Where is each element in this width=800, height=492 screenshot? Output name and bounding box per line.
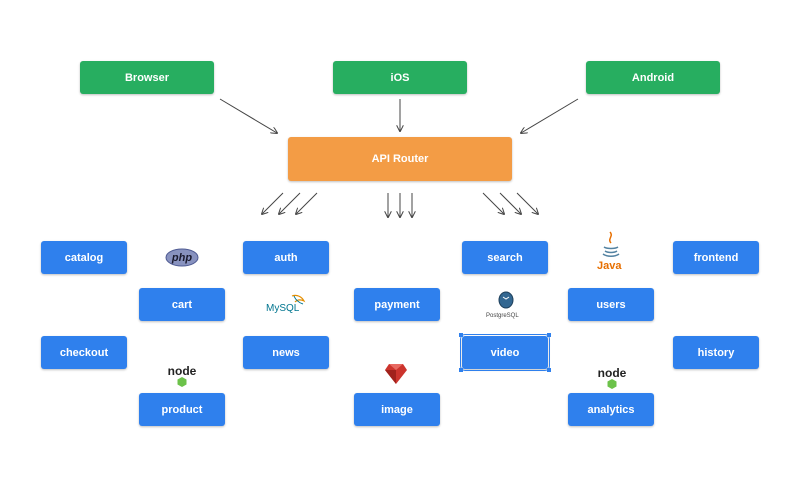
service-history-label: history <box>697 346 735 359</box>
service-product[interactable]: product <box>139 393 225 426</box>
client-android-label: Android <box>631 71 675 84</box>
service-news-label: news <box>272 346 300 359</box>
api-router[interactable]: API Router <box>288 137 512 181</box>
service-analytics-label: analytics <box>587 403 635 416</box>
service-users[interactable]: users <box>568 288 654 321</box>
java-logo-text: Java <box>597 260 622 272</box>
service-product-label: product <box>161 403 203 416</box>
service-auth[interactable]: auth <box>243 241 329 274</box>
service-users-label: users <box>596 298 626 311</box>
service-image-label: image <box>381 403 413 416</box>
service-catalog-label: catalog <box>64 251 104 264</box>
node-logo-left: node <box>162 364 202 388</box>
selection-handle-bl[interactable] <box>459 368 463 372</box>
arrow-browser-router <box>219 98 277 133</box>
client-browser[interactable]: Browser <box>80 61 214 94</box>
arrow-fan-right-2 <box>499 192 521 214</box>
selection-handle-tl[interactable] <box>459 333 463 337</box>
php-logo: php <box>165 248 199 267</box>
node-logo-left-text: node <box>167 364 197 378</box>
client-ios[interactable]: iOS <box>333 61 467 94</box>
client-android[interactable]: Android <box>586 61 720 94</box>
postgresql-logo-text: PostgreSQL <box>486 313 519 319</box>
arrow-fan-right-3 <box>516 192 538 214</box>
service-news[interactable]: news <box>243 336 329 369</box>
service-checkout-label: checkout <box>59 346 109 359</box>
php-logo-text: php <box>171 251 193 264</box>
service-checkout[interactable]: checkout <box>41 336 127 369</box>
service-history[interactable]: history <box>673 336 759 369</box>
node-logo-right-text: node <box>597 366 627 380</box>
service-analytics[interactable]: analytics <box>568 393 654 426</box>
arrow-fan-left-3 <box>296 192 318 214</box>
api-router-label: API Router <box>371 153 429 165</box>
service-image[interactable]: image <box>354 393 440 426</box>
service-auth-label: auth <box>274 251 298 264</box>
service-cart-label: cart <box>171 298 193 311</box>
service-frontend[interactable]: frontend <box>673 241 759 274</box>
arrow-android-router <box>521 98 579 133</box>
mysql-logo: MySQL <box>264 292 310 316</box>
selection-handle-tr[interactable] <box>547 333 551 337</box>
service-video[interactable]: video <box>460 334 550 371</box>
client-ios-label: iOS <box>390 71 410 84</box>
service-video-label: video <box>490 346 520 359</box>
service-cart[interactable]: cart <box>139 288 225 321</box>
service-frontend-label: frontend <box>693 251 739 264</box>
arrow-fan-left-1 <box>262 192 284 214</box>
mysql-logo-text: MySQL <box>266 303 300 314</box>
client-browser-label: Browser <box>124 71 170 84</box>
java-logo: Java <box>597 230 625 274</box>
service-search[interactable]: search <box>462 241 548 274</box>
service-catalog[interactable]: catalog <box>41 241 127 274</box>
service-search-label: search <box>487 251 523 264</box>
selection-handle-br[interactable] <box>547 368 551 372</box>
service-payment[interactable]: payment <box>354 288 440 321</box>
service-payment-label: payment <box>374 298 420 311</box>
postgresql-logo: PostgreSQL <box>484 291 528 323</box>
arrow-fan-left-2 <box>279 192 301 214</box>
ruby-logo <box>385 364 407 384</box>
node-logo-right: node <box>592 366 632 390</box>
arrow-fan-right-1 <box>482 192 504 214</box>
